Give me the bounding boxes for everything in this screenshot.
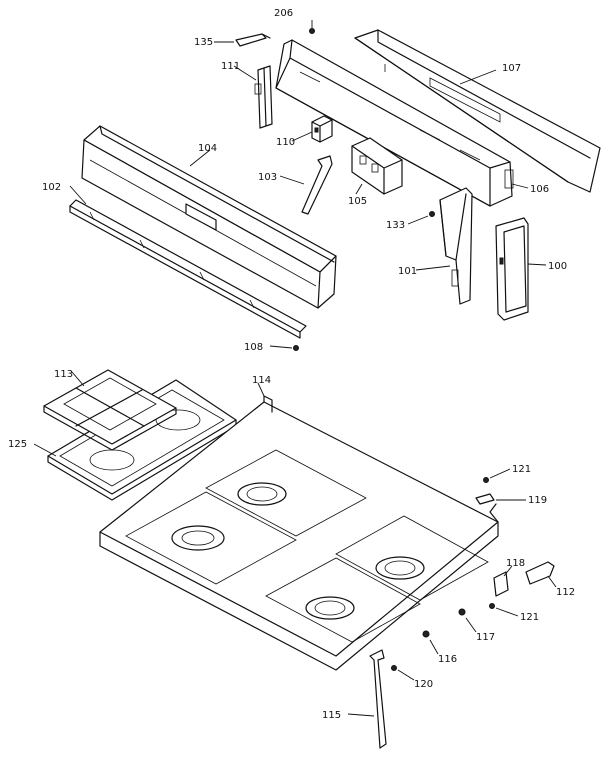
part-135-clip (235, 33, 271, 47)
callout-101: 101 (398, 266, 417, 277)
callout-121-upper: 121 (512, 464, 531, 475)
callout-labels: 206 135 111 107 110 104 103 105 106 102 … (8, 8, 575, 721)
callout-135: 135 (194, 37, 213, 48)
part-119-clip (475, 493, 495, 505)
part-112-latch (525, 561, 555, 585)
part-100-end-cap (495, 217, 529, 321)
part-111-side-bracket (254, 65, 273, 129)
part-206-screw (309, 28, 315, 34)
callout-206: 206 (274, 8, 293, 19)
callout-105: 105 (348, 196, 367, 207)
part-116-fastener (422, 630, 430, 638)
callout-100: 100 (548, 261, 567, 272)
part-121-screw-upper (483, 477, 489, 483)
part-117-fastener (458, 608, 466, 616)
part-121-screw-lower (489, 603, 495, 609)
callout-102: 102 (42, 182, 61, 193)
callout-121-lower: 121 (520, 612, 539, 623)
part-101-side-bracket (439, 187, 473, 305)
part-103-bracket (301, 155, 333, 215)
part-114-main-cooktop (99, 395, 499, 671)
part-133-screw (429, 211, 435, 217)
callout-125: 125 (8, 439, 27, 450)
part-106-backguard-housing (275, 39, 514, 207)
callout-104: 104 (198, 143, 217, 154)
callout-103: 103 (258, 172, 277, 183)
part-118-hinge-bracket (493, 571, 509, 597)
callout-107: 107 (502, 63, 521, 74)
part-104-control-panel (81, 125, 337, 309)
callout-112: 112 (556, 587, 575, 598)
part-113-burner-grate (43, 369, 177, 451)
callout-108: 108 (244, 342, 263, 353)
callout-106: 106 (530, 184, 549, 195)
callout-113: 113 (54, 369, 73, 380)
callout-115: 115 (322, 710, 341, 721)
callout-111: 111 (221, 61, 240, 72)
part-102-trim-strip (69, 199, 307, 339)
part-105-control-module (351, 137, 403, 195)
callout-117: 117 (476, 632, 495, 643)
part-120-screw (391, 665, 397, 671)
part-107-backguard-cap (354, 29, 601, 193)
leader-lines (33, 20, 557, 717)
callout-114: 114 (252, 375, 271, 386)
callout-133: 133 (386, 220, 405, 231)
part-115-support-rod (369, 649, 387, 749)
callout-119: 119 (528, 495, 547, 506)
callout-110: 110 (276, 137, 295, 148)
part-108-screw (293, 345, 299, 351)
callout-120: 120 (414, 679, 433, 690)
callout-118: 118 (506, 558, 525, 569)
part-110-switch-block (311, 115, 333, 143)
callout-116: 116 (438, 654, 457, 665)
